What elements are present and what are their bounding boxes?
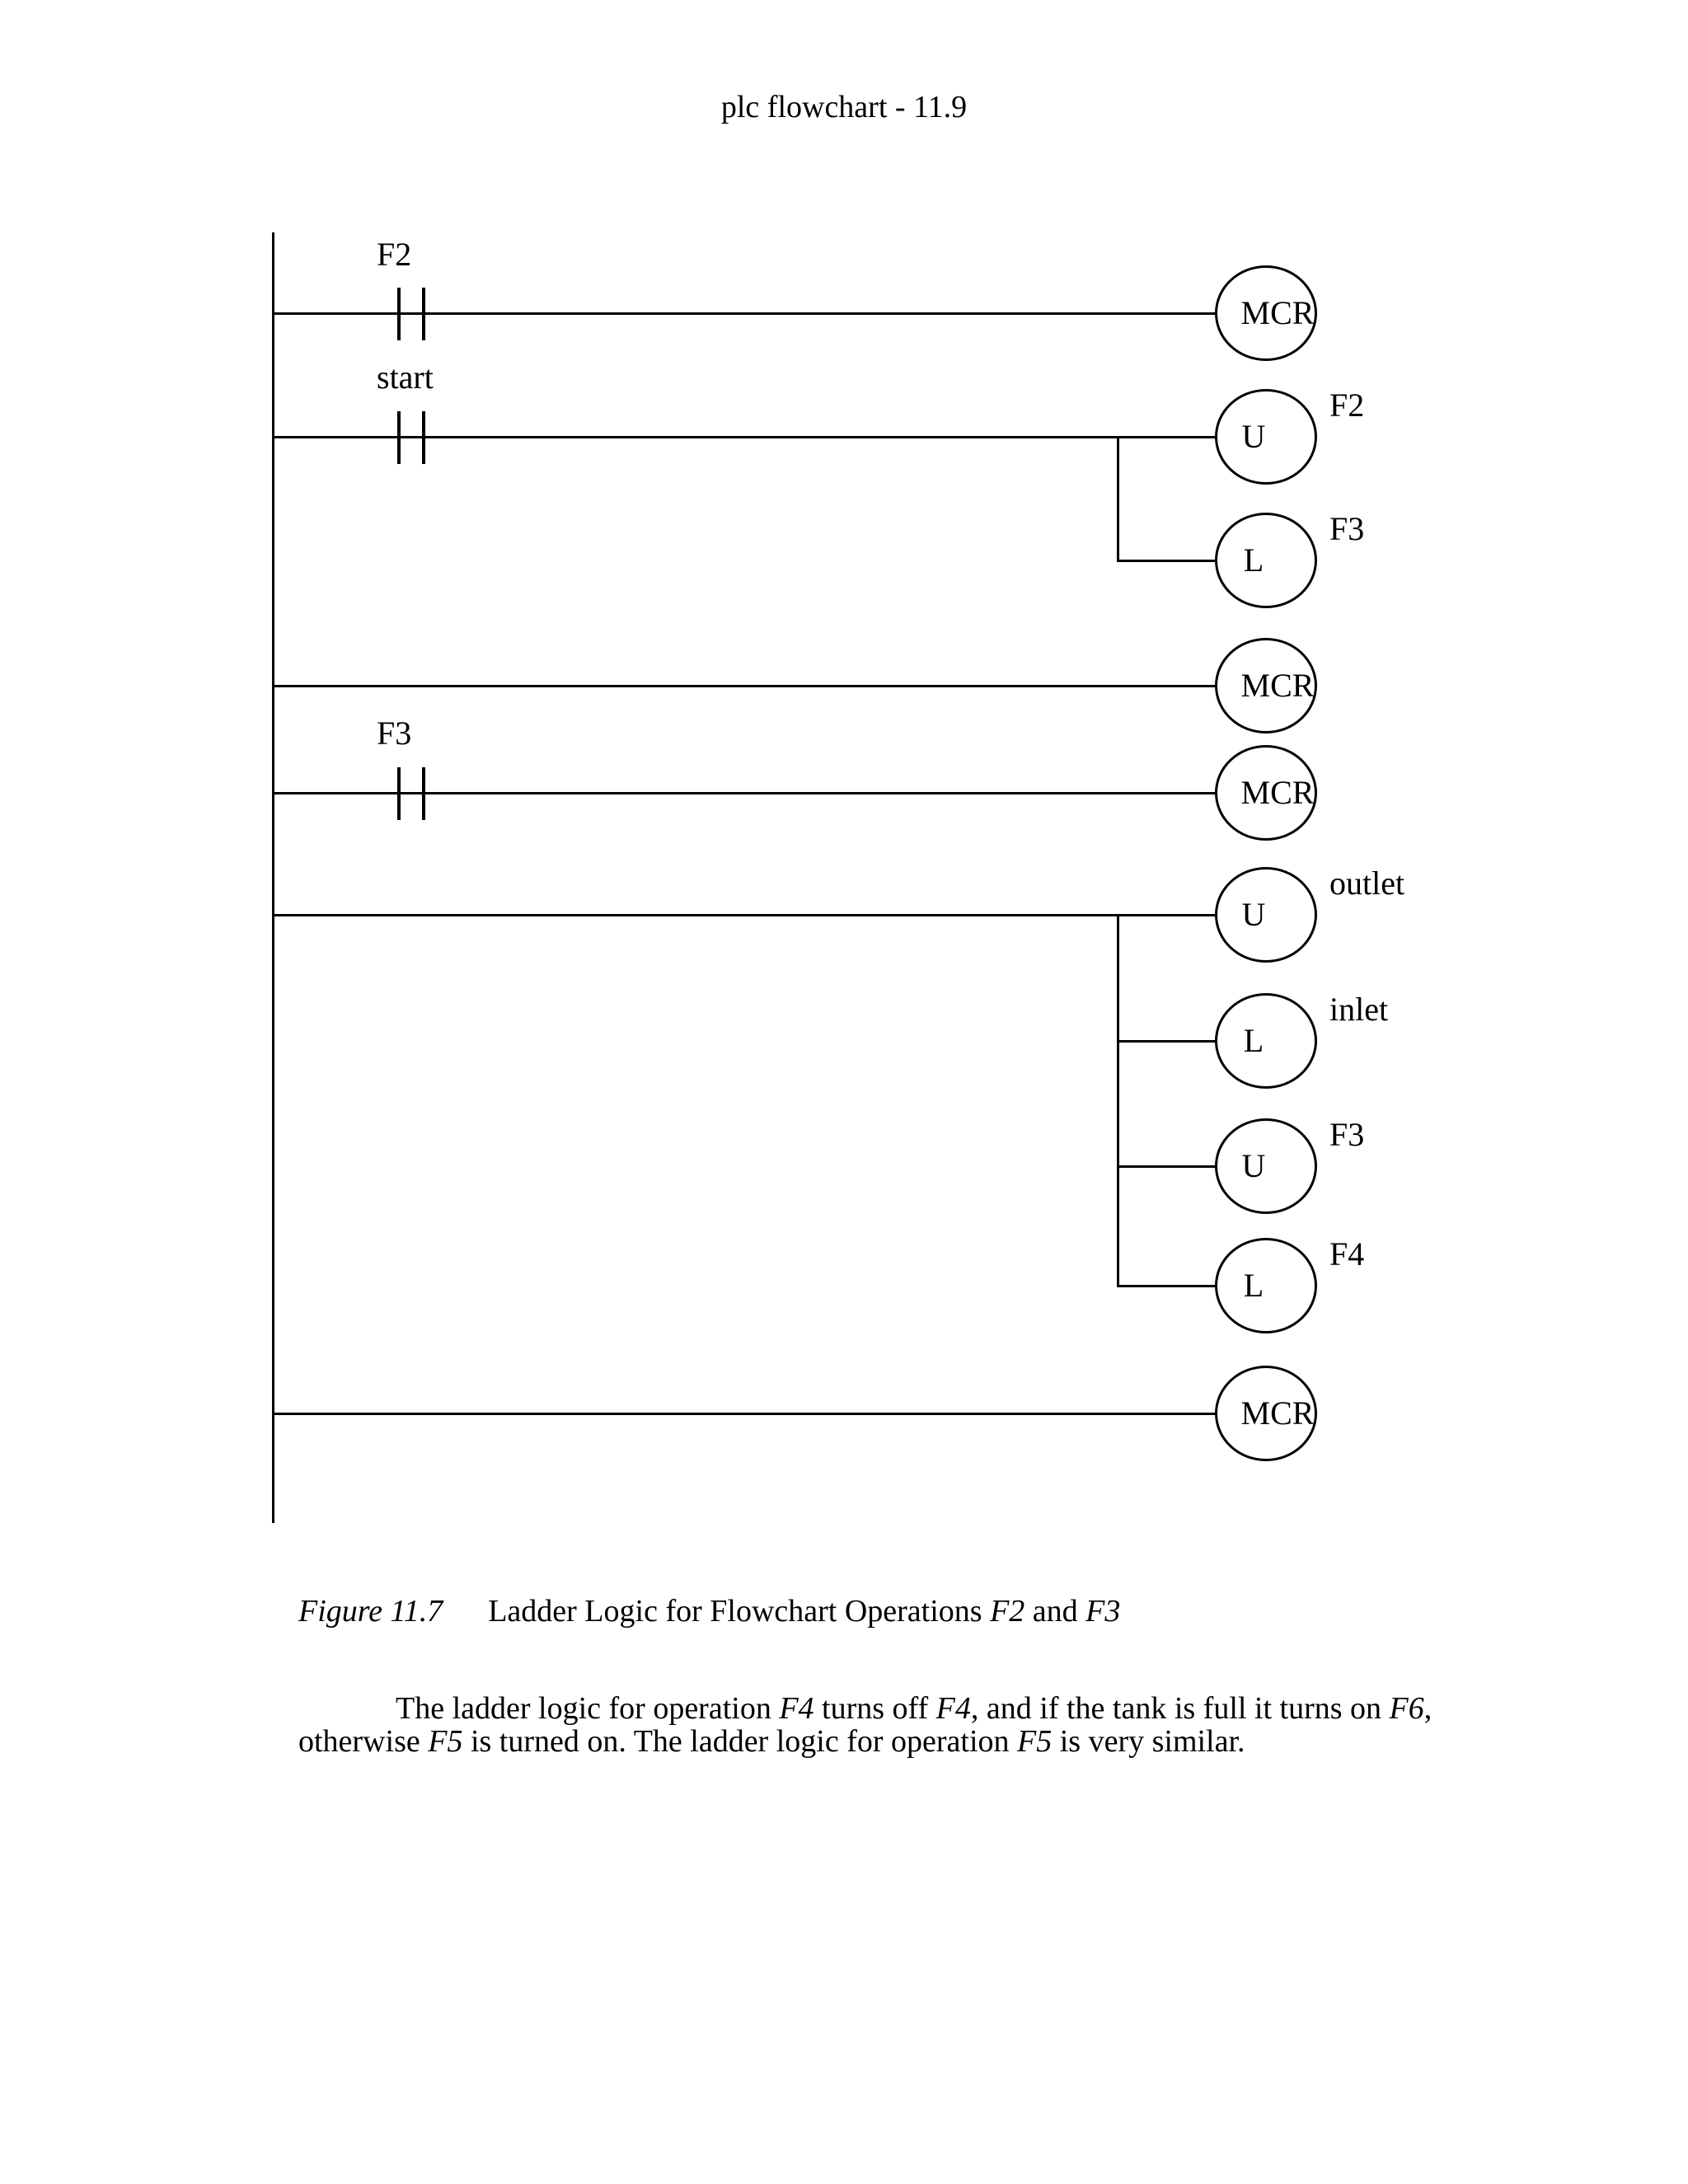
rung-6-wire [272,1413,1216,1415]
coil-unlatch-f2-text: U [1241,418,1266,455]
left-power-rail [272,232,274,1523]
coil-mcr-2: MCR [1215,638,1317,733]
contact-f3-left-bar [397,767,401,820]
rung-5-branch-vertical [1117,914,1119,1287]
coil-side-label-f3-unlatch: F3 [1329,1116,1365,1153]
coil-unlatch-outlet-text: U [1241,896,1266,933]
rung-5-branch-stub-f3 [1117,1165,1216,1168]
coil-mcr-4: MCR [1215,1366,1317,1461]
contact-f2-right-bar [422,288,425,340]
rung-2-branch-stub [1117,560,1216,562]
coil-side-label-f2: F2 [1329,387,1365,424]
coil-side-label-inlet: inlet [1329,991,1389,1028]
rung-5-branch-stub-inlet [1117,1040,1216,1043]
body-paragraph-line-2: otherwise F5 is turned on. The ladder lo… [298,1724,1245,1759]
coil-side-label-outlet: outlet [1329,865,1405,902]
contact-f2-label: F2 [377,236,412,273]
rung-2-branch-vertical [1117,436,1119,562]
coil-latch-inlet-text: L [1243,1022,1264,1059]
contact-f3-right-bar [422,767,425,820]
contact-start-left-bar [397,411,401,464]
coil-unlatch-f2: U [1215,389,1317,485]
coil-mcr-2-text: MCR [1240,667,1315,704]
coil-unlatch-f3: U [1215,1118,1317,1214]
contact-start-right-bar [422,411,425,464]
rung-3-wire [272,685,1216,687]
rung-5-wire [272,914,1216,916]
coil-mcr-3-text: MCR [1240,774,1315,811]
coil-mcr-1: MCR [1215,265,1317,361]
coil-unlatch-f3-text: U [1241,1147,1266,1184]
contact-f3-label: F3 [377,715,412,752]
coil-unlatch-outlet: U [1215,867,1317,963]
coil-mcr-1-text: MCR [1240,294,1315,331]
coil-latch-f4: L [1215,1238,1317,1333]
coil-side-label-f4: F4 [1329,1235,1365,1272]
page-header-title: plc flowchart - 11.9 [720,90,968,124]
figure-caption: Figure 11.7 Ladder Logic for Flowchart Op… [298,1596,1120,1627]
rung-4-wire [272,792,1216,794]
figure-caption-title: Ladder Logic for Flowchart Operations F2… [488,1594,1121,1629]
figure-caption-label: Figure 11.7 [298,1594,443,1629]
contact-start-label: start [377,359,434,396]
rung-1-wire [272,312,1216,315]
contact-f2-left-bar [397,288,401,340]
coil-latch-f3-text: L [1243,541,1264,579]
coil-latch-f3: L [1215,513,1317,608]
rung-5-branch-stub-f4 [1117,1285,1216,1287]
coil-mcr-3: MCR [1215,745,1317,841]
rung-2-wire [272,436,1216,438]
coil-latch-f4-text: L [1243,1267,1264,1304]
body-paragraph-line-1: The ladder logic for operation F4 turns … [396,1691,1432,1726]
coil-latch-inlet: L [1215,993,1317,1089]
coil-mcr-4-text: MCR [1240,1394,1315,1432]
coil-side-label-f3: F3 [1329,510,1365,547]
